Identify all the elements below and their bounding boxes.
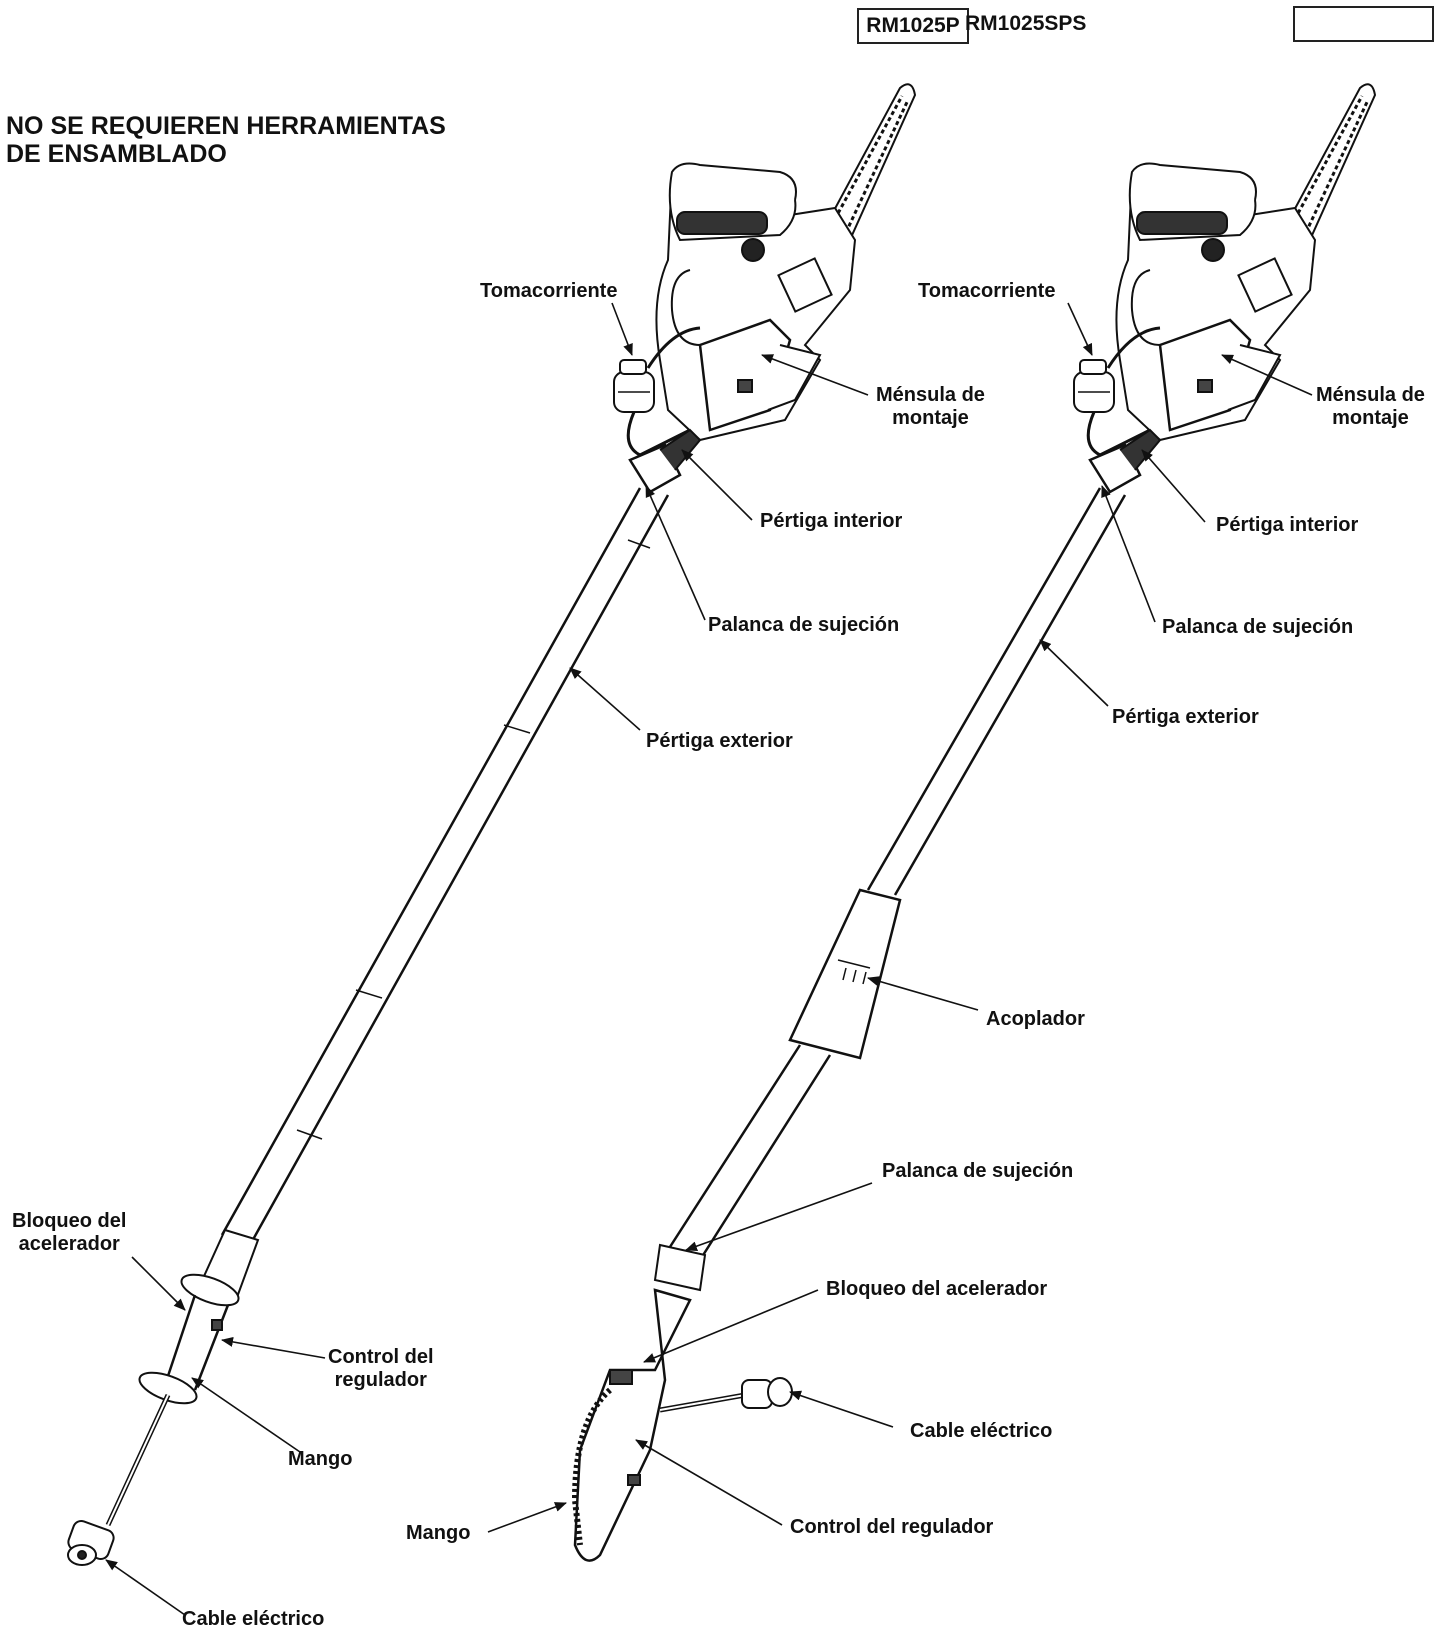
left-label-lockout-line1: Bloqueo del (12, 1210, 127, 1232)
right-label-handle: Mango (406, 1522, 471, 1544)
left-label-lockout: Bloqueo del acelerador (12, 1210, 126, 1256)
right-pole-saw (571, 83, 1377, 1562)
right-label-inner-pole: Pértiga interior (1216, 514, 1359, 536)
page-heading: NO SE REQUIEREN HERRAMIENTAS DE ENSAMBLA… (6, 112, 446, 168)
right-outer-pole (866, 487, 1127, 896)
left-label-cord: Cable eléctrico (182, 1608, 325, 1630)
right-lower-clamp (653, 1243, 707, 1292)
model-number-2: RM1025SPS (965, 12, 1087, 35)
right-cord-plug (741, 1377, 793, 1409)
blank-box (1293, 6, 1434, 42)
right-label-cord: Cable eléctrico (910, 1420, 1053, 1442)
left-label-trigger-line1: Control del (328, 1346, 434, 1368)
left-outlet (613, 326, 701, 457)
right-label-lower-clamp-lever: Palanca de sujeción (882, 1160, 1074, 1182)
left-label-bracket-line2: montaje (892, 407, 969, 429)
left-label-inner-pole: Pértiga interior (760, 510, 903, 532)
left-label-trigger: Control del regulador (328, 1346, 434, 1392)
right-label-trigger: Control del regulador (790, 1516, 994, 1538)
left-pole-saw (67, 83, 917, 1566)
right-label-outlet: Tomacorriente (918, 280, 1056, 302)
left-label-handle: Mango (288, 1448, 353, 1470)
left-cord-plug (67, 1519, 115, 1566)
heading-line-2: DE ENSAMBLADO (6, 140, 227, 168)
left-label-bracket-line1: Ménsula de (876, 384, 985, 406)
left-outer-pole (220, 487, 670, 1246)
right-label-outer-pole: Pértiga exterior (1112, 706, 1259, 728)
right-label-coupler: Acoplador (986, 1008, 1085, 1030)
right-label-clamp-lever: Palanca de sujeción (1162, 616, 1354, 638)
right-label-mounting-bracket: Ménsula de montaje (1316, 384, 1425, 430)
right-label-bracket-line1: Ménsula de (1316, 384, 1425, 406)
left-label-lockout-line2: acelerador (18, 1233, 120, 1255)
left-label-mounting-bracket: Ménsula de montaje (876, 384, 985, 430)
right-label-lockout: Bloqueo del acelerador (826, 1278, 1048, 1300)
left-label-clamp-lever: Palanca de sujeción (708, 614, 900, 636)
right-label-bracket-line2: montaje (1332, 407, 1409, 429)
model-number-1: RM1025P (866, 14, 960, 37)
heading-line-1: NO SE REQUIEREN HERRAMIENTAS (6, 112, 446, 140)
right-handle (573, 1288, 692, 1562)
leader-lines (105, 302, 1313, 1616)
left-label-outlet: Tomacorriente (480, 280, 618, 302)
model-number-box: RM1025P (857, 8, 969, 44)
left-label-trigger-line2: regulador (334, 1369, 427, 1391)
left-label-outer-pole: Pértiga exterior (646, 730, 793, 752)
